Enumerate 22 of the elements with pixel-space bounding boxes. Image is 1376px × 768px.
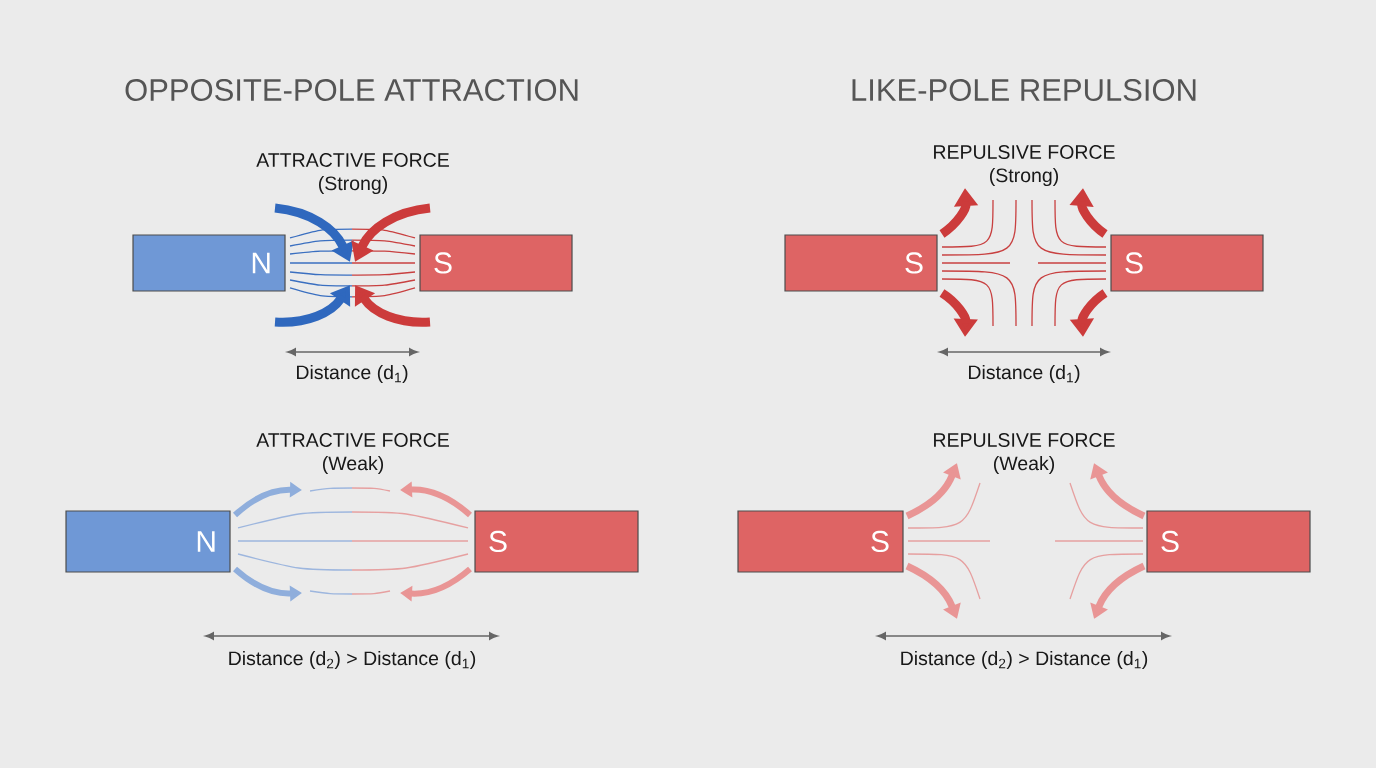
caption-text: (Weak) [323,455,384,475]
caption-text: REPULSIVE FORCE [934,145,1115,159]
panel-title: LIKE-POLE REPULSION [852,79,1196,101]
magnet-box: S [1146,510,1311,573]
caption-text: (Strong) [319,175,387,195]
caption-text: ATTRACTIVE FORCE [256,153,449,167]
caption-text: Distance (d$_{2}$) > Distance (d$_{1}$) [901,650,1148,670]
caption-text: Distance (d$_{2}$) > Distance (d$_{1}$) [229,650,476,670]
caption-text: REPULSIVE FORCE [934,433,1115,447]
magnet-box: S [1110,234,1264,292]
caption-text: (Weak) [993,455,1055,475]
magnet-box: S [419,234,573,292]
caption-text: ATTRACTIVE FORCE [256,433,449,447]
magnet-box: S [737,510,904,573]
magnet-box: N [132,234,286,292]
caption-text: Distance (d$_{1}$) [969,364,1080,384]
panel-title: OPPOSITE-POLE ATTRACTION [125,79,578,101]
caption-text: (Strong) [990,167,1058,187]
caption-text: Distance (d$_{1}$) [297,364,408,384]
magnet-box: N [65,510,231,573]
magnet-box: S [474,510,639,573]
magnet-box: S [784,234,938,292]
